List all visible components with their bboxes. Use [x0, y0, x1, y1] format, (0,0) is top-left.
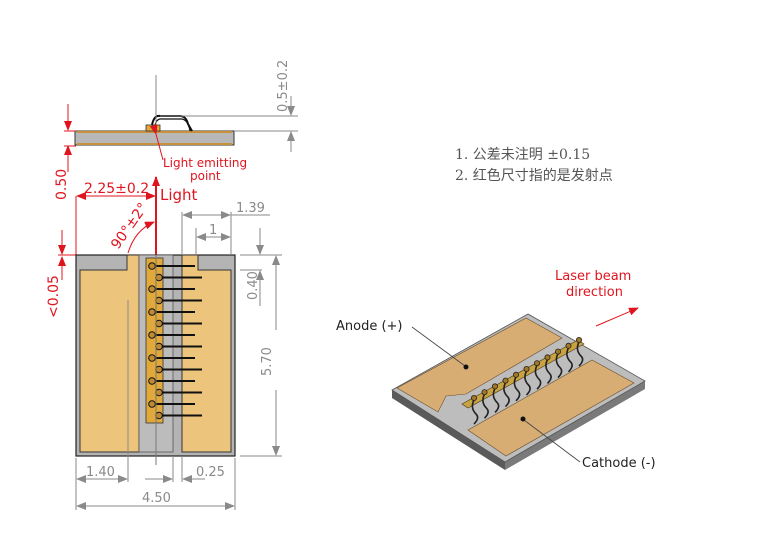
gray-dimensions: 1.39 1 0.40 5.70 1.40 0.25 4.50: [75, 201, 282, 510]
iso-wire: [471, 399, 479, 425]
dim-025: 0.25: [196, 465, 225, 480]
dim-side-height: 0.5±0.2: [276, 60, 291, 112]
iso-bond: [513, 371, 520, 378]
iso-wire-bonds: [470, 336, 584, 425]
iso-bond: [481, 389, 488, 396]
iso-wire: [492, 388, 500, 413]
iso-view: Anode (+) Cathode (-) Laser beam directi…: [336, 269, 656, 471]
iso-base: [391, 313, 646, 463]
beam-label-1: Laser beam: [555, 269, 631, 284]
iso-wire: [534, 364, 542, 390]
iso-wire: [576, 341, 584, 367]
note-2: 2. 红色尺寸指的是发射点: [455, 168, 613, 184]
angle-red: 90°±2°: [108, 200, 151, 252]
iso-wire: [555, 353, 563, 379]
anode-dot: [463, 364, 469, 370]
iso-wire: [513, 376, 521, 402]
wire-bonds: [148, 262, 202, 420]
emit-label-2: point: [190, 169, 221, 183]
beam-arrow: [595, 307, 639, 327]
iso-anode-pad: [396, 317, 563, 413]
iso-wire: [566, 347, 573, 373]
iso-wire: [524, 370, 531, 396]
iso-bond: [502, 377, 509, 384]
iso-bond: [523, 365, 530, 372]
cathode-dot: [520, 416, 526, 422]
dim-140: 1.40: [86, 465, 115, 480]
iso-wire: [503, 382, 510, 408]
top-view: [75, 254, 236, 465]
bond-pad: [148, 308, 156, 316]
iso-bond: [544, 354, 551, 361]
light-label: Light: [160, 186, 198, 204]
dim-139: 1.39: [236, 201, 265, 216]
bond-pad: [148, 262, 156, 270]
side-view: 0.5±0.2 Light emitting point: [74, 60, 298, 183]
iso-bond: [576, 336, 583, 343]
iso-bond: [555, 348, 562, 355]
bond-pad: [148, 331, 156, 339]
iso-wire: [482, 393, 489, 419]
dim-570: 5.70: [260, 347, 275, 376]
bond-pad: [148, 285, 156, 293]
iso-wire: [545, 359, 552, 384]
bond-pad: [148, 354, 156, 362]
dim-red-050: 0.50: [54, 169, 70, 200]
side-substrate: [74, 130, 235, 146]
dim-red-005: <0.05: [46, 275, 62, 318]
iso-cathode-pad: [467, 359, 635, 457]
bond-pad: [155, 273, 163, 282]
side-chip: [145, 124, 161, 132]
right-pad: [181, 254, 232, 453]
anode-label: Anode (+): [336, 319, 403, 334]
bond-pad: [155, 319, 163, 328]
iso-base-left-side: [392, 390, 505, 470]
iso-bond: [565, 342, 572, 349]
bond-pad: [148, 400, 156, 408]
iso-base-front-side: [505, 381, 645, 470]
left-pad: [79, 254, 140, 453]
cathode-label: Cathode (-): [582, 456, 656, 471]
iso-bond: [470, 394, 477, 401]
emit-label-1: Light emitting: [163, 156, 247, 170]
iso-bond: [534, 360, 541, 367]
bond-pad: [155, 388, 163, 397]
dim-1: 1: [209, 223, 217, 238]
chip-bar: [145, 257, 164, 424]
bond-pad: [155, 365, 163, 374]
iso-bond: [491, 383, 498, 390]
bond-pad: [155, 342, 163, 351]
note-1: 1. 公差未注明 ±0.15: [455, 147, 591, 163]
beam-label-2: direction: [566, 285, 623, 300]
dim-red-225: 2.25±0.2: [84, 181, 149, 197]
bond-pad: [148, 377, 156, 385]
bond-pad: [155, 296, 163, 305]
dim-450: 4.50: [142, 491, 171, 506]
dim-040: 0.40: [246, 271, 261, 300]
bond-pad: [155, 411, 163, 420]
